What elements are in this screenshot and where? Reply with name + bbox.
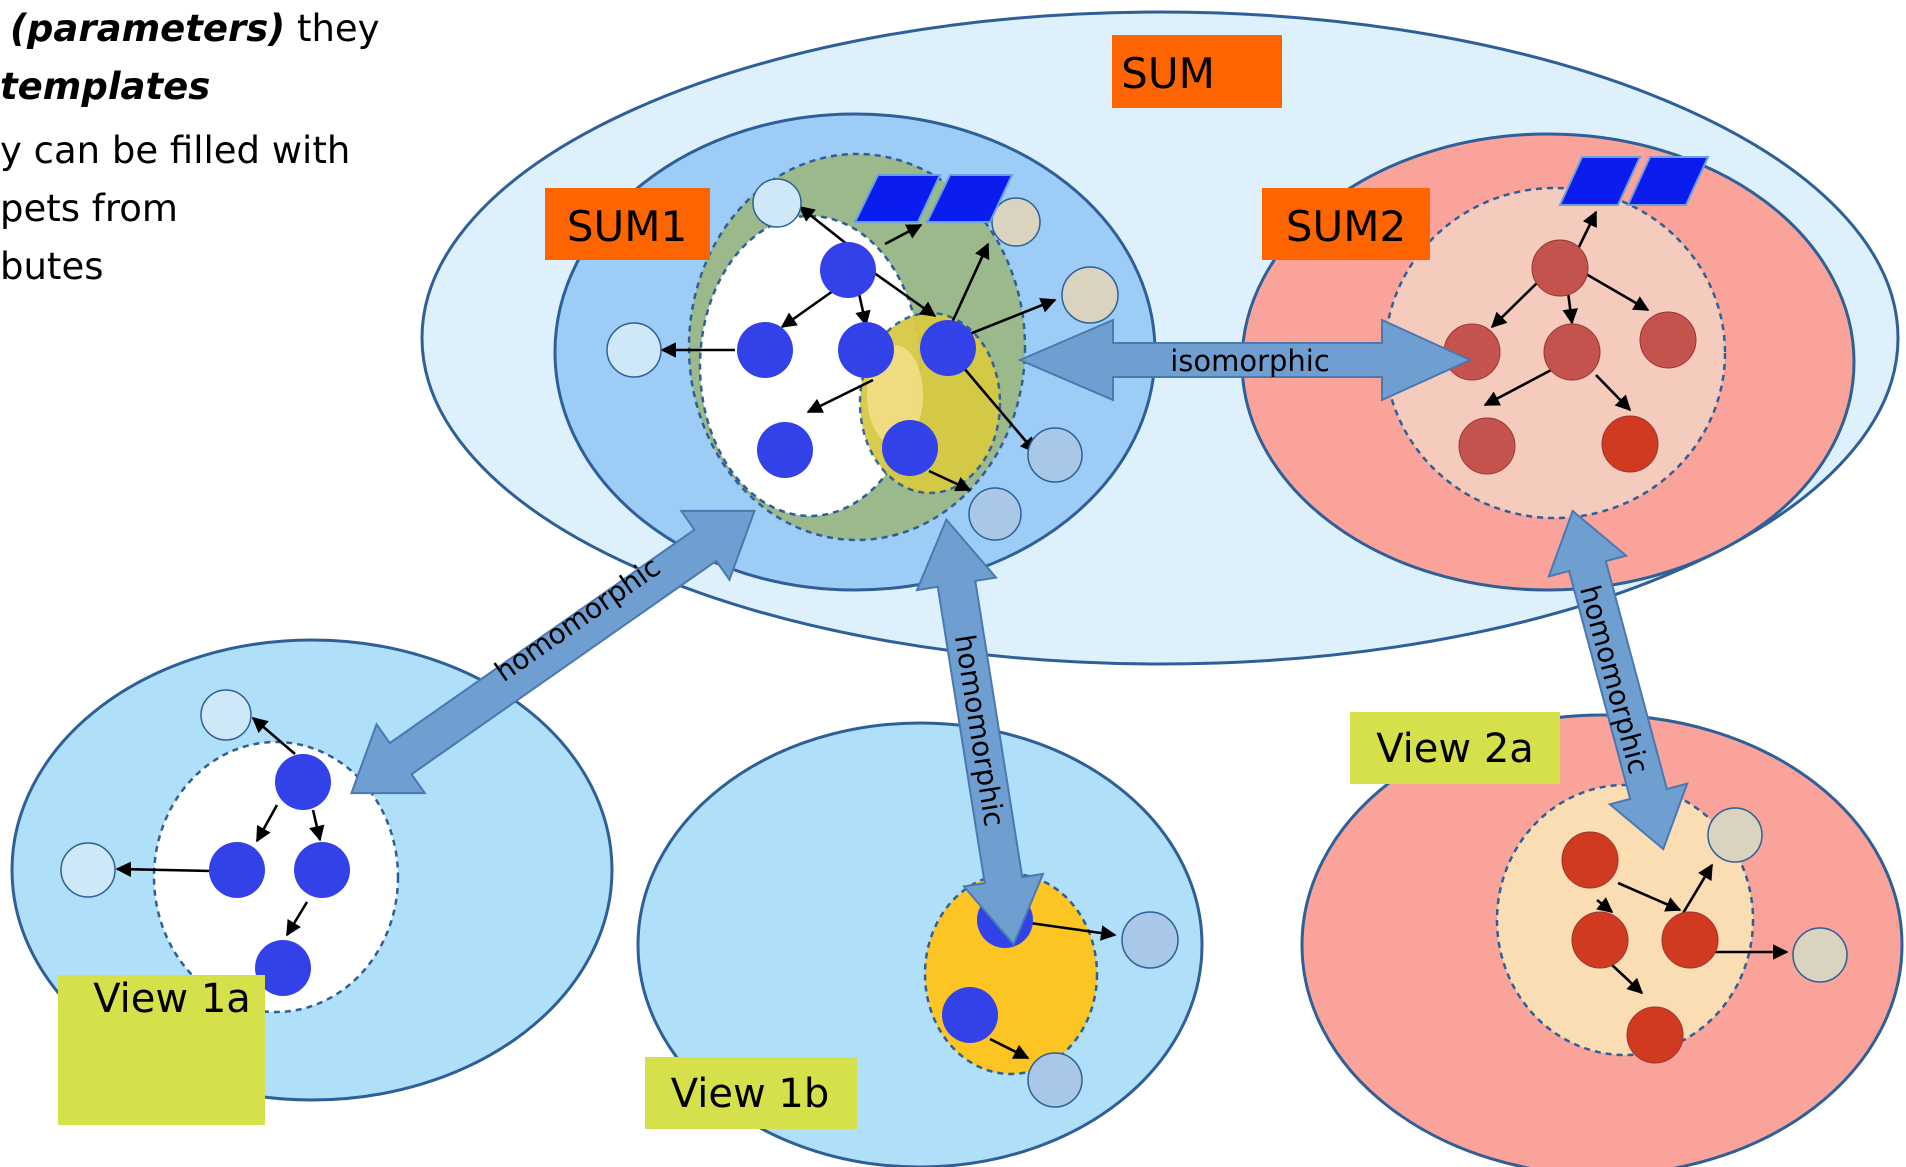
slot-parallelogram [1558,156,1642,206]
node-red [1571,911,1629,969]
node-red [1661,911,1719,969]
node-blue [209,842,265,898]
node-light [60,842,116,898]
view1a-edges [115,716,325,937]
node-light [1707,807,1763,863]
sum2-edges [1483,210,1650,412]
node-red [1561,831,1619,889]
homomorphic-left-arrow [350,509,756,795]
node-blue [942,987,998,1043]
node-blue [838,322,894,378]
homomorphic-mid-arrow [915,517,1045,947]
node-red [1531,239,1589,297]
node-light [606,322,662,378]
view1a-label: View 1a [93,976,251,1022]
node-blue [882,420,938,476]
view1b-label: View 1b [671,1071,829,1117]
body-line-2: templates [0,58,380,116]
node-blue [757,422,813,478]
sum2-attribute-slots [1558,156,1710,206]
node-blue [294,842,350,898]
homomorphic-right-arrow [1547,509,1689,851]
slide-body-text: (parameters) they templates y can be fil… [0,0,380,296]
sum1-label: SUM1 [567,202,687,251]
node-blue [275,754,331,810]
sum-label: SUM [1121,49,1215,98]
sum2-label: SUM2 [1286,202,1406,251]
node-red [1543,323,1601,381]
node-light [1121,911,1179,969]
view1a-label-box [58,975,265,1125]
sum-label-box [1112,35,1282,108]
sum2-label-box [1262,188,1430,260]
body-line-3: y can be filled with [0,129,351,172]
node-blue [820,242,876,298]
view1a-nodes [60,689,350,996]
node-red [1458,417,1516,475]
body-emph-templates: templates [0,65,211,108]
view1b-edges [989,920,1117,1060]
view2a-label-box [1350,712,1560,784]
node-blue [920,320,976,376]
isomorphic-arrow [1017,318,1473,402]
slot-parallelogram [1626,156,1710,206]
node-blue [737,322,793,378]
body-line-4: pets from [0,187,178,230]
node-light [1061,266,1119,324]
node-light [991,197,1041,247]
node-light [1027,1052,1083,1108]
sum1-nodes [606,178,1119,541]
view1a-subset-region [152,740,400,1014]
body-line-1: (parameters) they [0,0,380,58]
homomorphic-left-label: homomorphic [489,550,667,688]
slot-parallelogram [925,174,1014,223]
sum1-attribute-slots [853,174,1014,223]
view2a-subset-region [1495,783,1755,1057]
node-light [752,178,802,228]
node-red [1639,311,1697,369]
view2a-nodes [1561,807,1848,1064]
body-line-5: butes [0,245,104,288]
sum1-label-box [545,188,710,260]
slot-parallelogram [853,174,942,223]
view2a-label: View 2a [1376,726,1534,772]
node-light [968,487,1022,541]
sum2-nodes [1443,239,1697,475]
sum1-edges [660,205,1057,492]
node-light [1792,927,1848,983]
node-red [1626,1006,1684,1064]
node-light [1027,427,1083,483]
node-blue [255,940,311,996]
body-line-1-rest: they [285,7,380,50]
isomorphic-label: isomorphic [1170,344,1330,378]
node-light [200,689,252,741]
node-red [1601,415,1659,473]
body-emph-parameters: (parameters) [10,7,286,50]
view1b-label-box [645,1057,857,1129]
